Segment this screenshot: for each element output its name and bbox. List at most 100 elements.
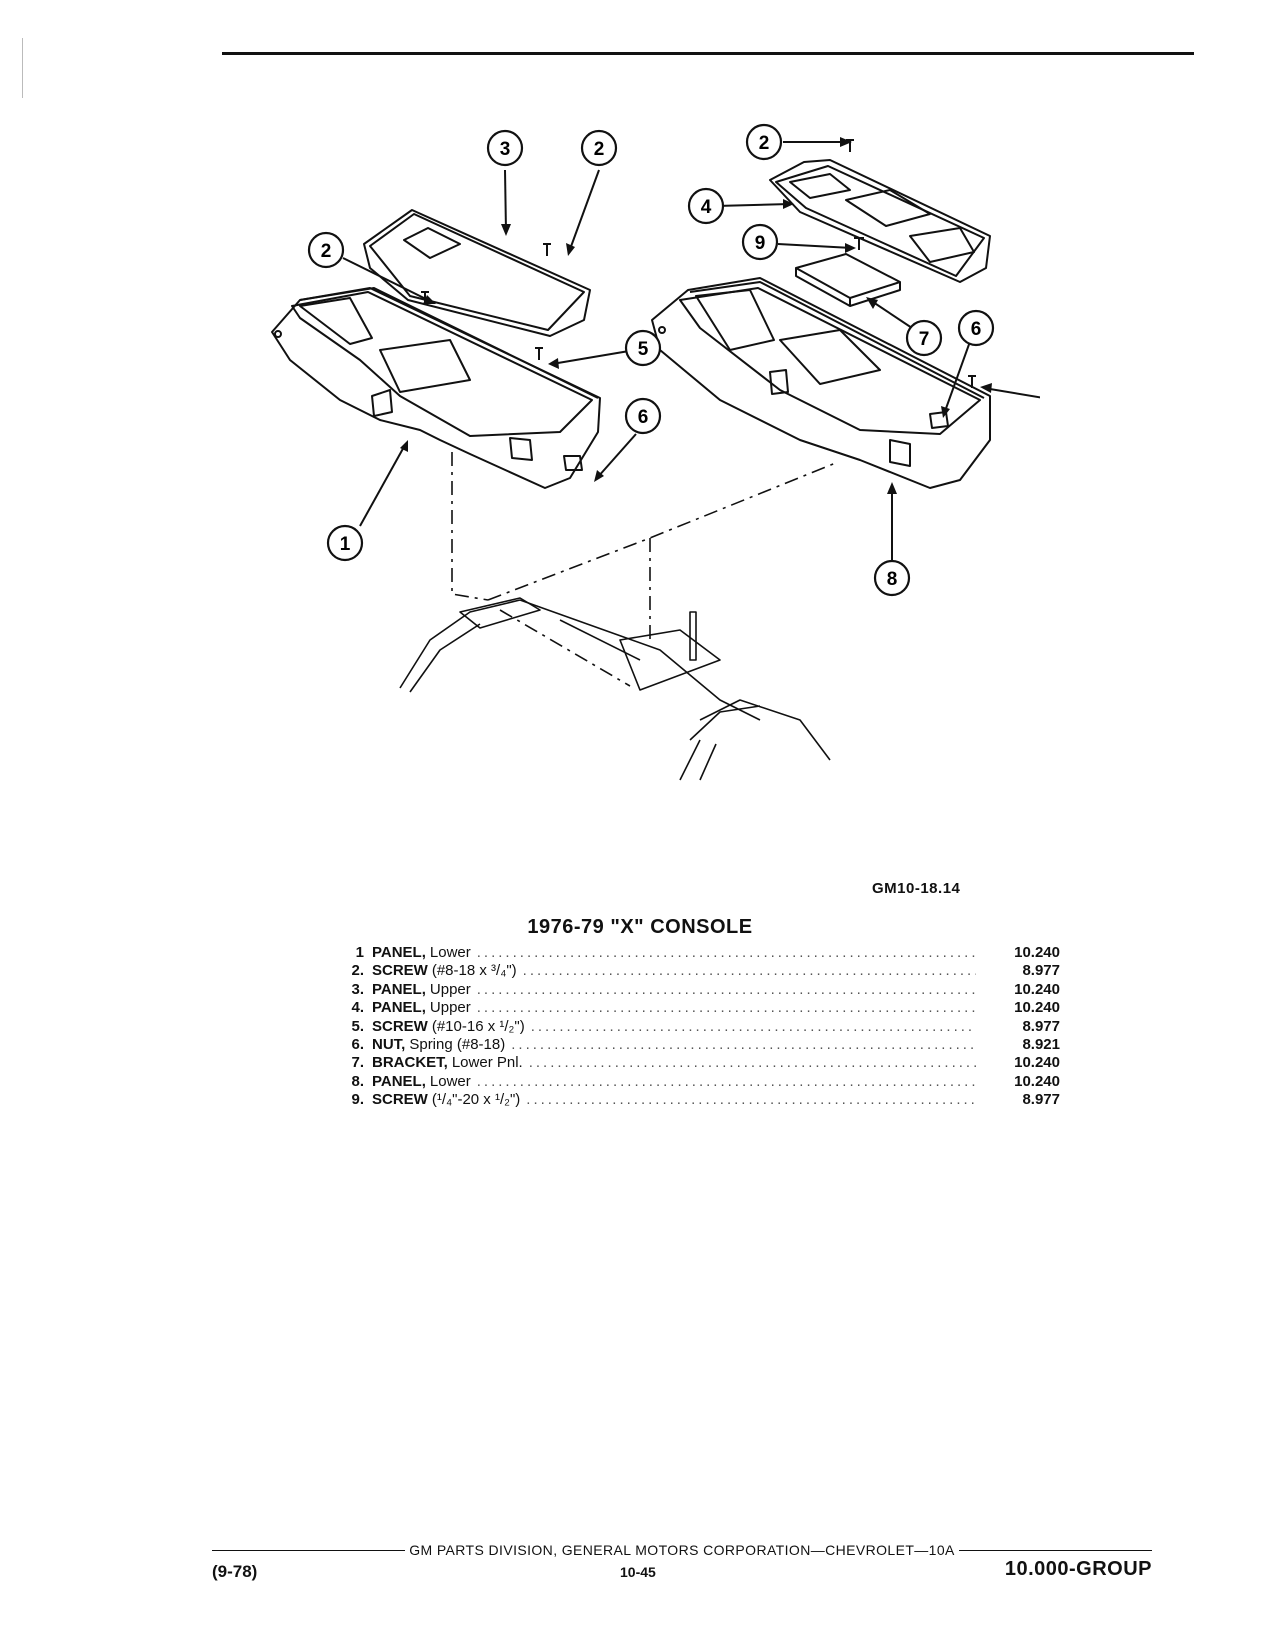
callout-2a: 2 bbox=[580, 129, 618, 167]
parts-title: 1976-79 "X" CONSOLE bbox=[527, 916, 753, 938]
part-name: PANEL, bbox=[372, 944, 426, 961]
part-name: NUT, bbox=[372, 1036, 406, 1054]
callout-2c: 2 bbox=[745, 123, 783, 161]
top-rule bbox=[222, 52, 1194, 55]
part-row: 9. SCREW(¹/₄"-20 x ¹/₂") 8.977 bbox=[330, 1091, 1060, 1109]
part-group: 8.977 bbox=[1022, 962, 1060, 980]
dot-leader bbox=[511, 1036, 976, 1054]
lower-panel-left bbox=[271, 287, 601, 489]
part-number: 8. bbox=[351, 1072, 364, 1090]
page-number: 10-45 bbox=[620, 1564, 656, 1580]
part-group: 8.977 bbox=[1022, 1017, 1060, 1035]
binding-mark bbox=[22, 38, 23, 98]
callout-8: 8 bbox=[873, 559, 911, 597]
part-number: 5. bbox=[351, 1017, 364, 1035]
footer-publisher: GM PARTS DIVISION, GENERAL MOTORS CORPOR… bbox=[409, 1542, 955, 1558]
callout-9: 9 bbox=[741, 223, 779, 261]
part-row: 6. NUT,Spring (#8-18) 8.921 bbox=[330, 1036, 1060, 1054]
upper-panel-right bbox=[769, 159, 991, 283]
part-description: Upper bbox=[429, 999, 471, 1017]
part-description: Lower bbox=[429, 944, 471, 961]
callout-5a: 5 bbox=[624, 329, 662, 367]
dot-leader bbox=[477, 999, 976, 1017]
svg-text:9: 9 bbox=[755, 233, 766, 254]
callouts: 3 2 2 5 6 1 2 4 9 7 6 5 8 bbox=[307, 123, 995, 597]
part-group: 10.240 bbox=[1014, 1072, 1060, 1090]
part-row: 7. BRACKET,Lower Pnl. 10.240 bbox=[330, 1054, 1060, 1072]
part-name: SCREW bbox=[372, 1091, 428, 1109]
part-row: 8. PANEL,Lower 10.240 bbox=[330, 1073, 1060, 1091]
callout-4: 4 bbox=[687, 187, 725, 225]
upper-panel-left bbox=[363, 209, 591, 337]
part-description: Lower Pnl. bbox=[451, 1054, 523, 1072]
dot-leader bbox=[531, 1018, 976, 1036]
svg-text:8: 8 bbox=[887, 569, 898, 590]
part-row: 3. PANEL,Upper 10.240 bbox=[330, 981, 1060, 999]
part-group: 10.240 bbox=[1014, 944, 1060, 961]
dot-leader bbox=[477, 1073, 976, 1091]
dot-leader bbox=[526, 1091, 976, 1109]
part-name: PANEL, bbox=[372, 1072, 426, 1090]
part-number: 4. bbox=[351, 999, 364, 1017]
floor-tunnel bbox=[399, 597, 831, 781]
part-group: 10.240 bbox=[1014, 980, 1060, 998]
locating-lines bbox=[451, 452, 839, 687]
part-description: Upper bbox=[429, 980, 471, 998]
part-group: 10.240 bbox=[1014, 999, 1060, 1017]
part-number: 3. bbox=[351, 980, 364, 998]
svg-text:2: 2 bbox=[759, 133, 770, 154]
part-name: PANEL, bbox=[372, 980, 426, 998]
footer-rule-right bbox=[958, 1549, 1153, 1551]
part-description: (#10-16 x ¹/₂") bbox=[431, 1017, 525, 1035]
part-number: 6. bbox=[351, 1036, 364, 1054]
part-description: Spring (#8-18) bbox=[409, 1036, 506, 1054]
callout-2b: 2 bbox=[307, 231, 345, 269]
part-row: 4. PANEL,Upper 10.240 bbox=[330, 999, 1060, 1017]
part-name: SCREW bbox=[372, 962, 428, 980]
part-description: Lower bbox=[429, 1072, 471, 1090]
part-name: SCREW bbox=[372, 1017, 428, 1035]
figure-id: GM10-18.14 bbox=[872, 880, 961, 897]
part-group: 8.977 bbox=[1022, 1091, 1060, 1109]
part-name: BRACKET, bbox=[372, 1054, 448, 1072]
part-description: (#8-18 x ³/₄") bbox=[431, 962, 517, 980]
lower-panel-right bbox=[651, 277, 991, 489]
callout-6a: 6 bbox=[624, 397, 662, 435]
right-fasteners bbox=[846, 139, 976, 429]
footer-rule-left bbox=[212, 1549, 406, 1551]
footer-date: (9-78) bbox=[212, 1562, 258, 1581]
svg-text:4: 4 bbox=[701, 197, 712, 218]
part-row: 5. SCREW(#10-16 x ¹/₂") 8.977 bbox=[330, 1018, 1060, 1036]
left-fasteners bbox=[421, 243, 583, 471]
svg-text:6: 6 bbox=[971, 319, 982, 340]
part-group: 8.921 bbox=[1022, 1036, 1060, 1054]
callout-6b: 6 bbox=[957, 309, 995, 347]
part-number: 9. bbox=[351, 1091, 364, 1109]
footer-publisher-line: GM PARTS DIVISION, GENERAL MOTORS CORPOR… bbox=[212, 1542, 1153, 1558]
part-number: 2. bbox=[351, 962, 364, 980]
dot-leader bbox=[523, 962, 976, 980]
bracket-right bbox=[795, 253, 901, 307]
dot-leader bbox=[529, 1054, 976, 1072]
part-group: 10.240 bbox=[1014, 1054, 1060, 1072]
callout-7: 7 bbox=[905, 319, 943, 357]
part-number: 1 bbox=[355, 944, 364, 961]
part-name: PANEL, bbox=[372, 999, 426, 1017]
svg-text:1: 1 bbox=[340, 534, 351, 555]
arrowheads bbox=[400, 137, 992, 494]
callout-3: 3 bbox=[486, 129, 524, 167]
svg-text:2: 2 bbox=[321, 241, 332, 262]
part-row: 1 PANEL,Lower 10.240 bbox=[330, 944, 1060, 962]
svg-text:2: 2 bbox=[594, 139, 605, 160]
part-number: 7. bbox=[351, 1054, 364, 1072]
dot-leader bbox=[477, 981, 976, 999]
exploded-view-diagram: 3 2 2 5 6 1 2 4 9 7 6 5 8 bbox=[271, 123, 1040, 781]
svg-text:7: 7 bbox=[919, 329, 930, 350]
svg-text:6: 6 bbox=[638, 407, 649, 428]
svg-text:3: 3 bbox=[500, 139, 511, 160]
part-description: (¹/₄"-20 x ¹/₂") bbox=[431, 1091, 521, 1109]
callout-1: 1 bbox=[326, 524, 364, 562]
part-row: 2. SCREW(#8-18 x ³/₄") 8.977 bbox=[330, 962, 1060, 980]
footer-group: 10.000-GROUP bbox=[1004, 1558, 1152, 1580]
